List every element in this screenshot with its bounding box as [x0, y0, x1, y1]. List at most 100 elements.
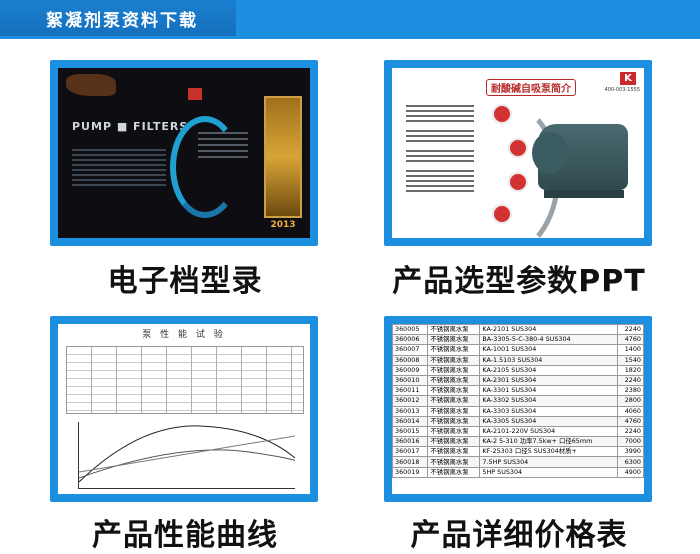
feature-dot-icon	[508, 172, 528, 192]
price-name: 不锈钢离水泵	[427, 364, 481, 376]
catalog-caption[interactable]: 电子档型录	[107, 264, 263, 299]
world-map-graphic	[66, 74, 116, 96]
price-value: 6300	[617, 456, 644, 468]
price-code: 360012	[392, 395, 429, 407]
catalog-text-lines	[72, 146, 166, 189]
price-caption[interactable]: 产品详细价格表	[410, 518, 628, 553]
price-value: 1400	[617, 344, 644, 356]
price-code: 360019	[392, 466, 429, 478]
price-name: 不锈钢离水泵	[427, 415, 481, 427]
price-model: KF-25303 口径5 SUS304材质+	[479, 446, 619, 458]
test-data-table	[66, 346, 304, 414]
section-header: 絮凝剂泵资料下载	[0, 0, 700, 36]
price-code: 360005	[392, 324, 429, 336]
price-value: 2240	[617, 324, 644, 336]
price-code: 360013	[392, 405, 429, 417]
price-value: 4900	[617, 466, 644, 478]
catalog-list-lines	[198, 128, 248, 162]
price-model: KA-2101-220V SUS304	[479, 425, 619, 438]
price-value: 3990	[617, 446, 644, 458]
price-name: 不锈钢离水泵	[427, 446, 481, 458]
price-code: 360014	[392, 415, 429, 427]
catalog-year: 2013	[270, 220, 296, 230]
ppt-caption[interactable]: 产品选型参数PPT	[392, 264, 646, 299]
price-name: 不锈钢离水泵	[427, 385, 481, 397]
price-name: 不锈钢离水泵	[427, 425, 481, 438]
feature-dot-icon	[508, 138, 528, 158]
price-model: KA-3303 SUS304	[479, 405, 619, 417]
brand-logo-icon: K	[620, 72, 636, 85]
catalog-download-card[interactable]: PUMP ■ FILTERS 2013	[50, 60, 318, 246]
price-value: 1540	[617, 354, 644, 366]
ppt-download-card[interactable]: 耐酸碱自吸泵简介 K 400-003-1555	[384, 60, 652, 246]
price-value: 2240	[617, 425, 644, 438]
price-name: 不锈钢离水泵	[427, 405, 481, 417]
performance-curves	[79, 425, 295, 483]
catalog-brand: PUMP ■ FILTERS	[72, 120, 189, 133]
price-value: 4060	[617, 405, 644, 417]
curve-download-card[interactable]: 泵 性 能 试 验	[50, 316, 318, 502]
price-code: 360009	[392, 364, 429, 376]
ppt-preview: 耐酸碱自吸泵简介 K 400-003-1555	[392, 68, 644, 238]
price-code: 360006	[392, 334, 429, 346]
price-name: 不锈钢离水泵	[427, 344, 481, 356]
price-code: 360018	[392, 456, 429, 468]
price-name: 不锈钢离水泵	[427, 374, 481, 387]
catalog-thumbnail: PUMP ■ FILTERS 2013	[58, 68, 310, 238]
price-model: KA-2 5-310 功率7.5kw+ 口径65mm	[479, 436, 619, 448]
brand-logo-icon	[188, 88, 202, 100]
feature-dot-icon	[492, 204, 512, 224]
price-model: KA-3301 SUS304	[479, 385, 619, 397]
price-model: KA-1.5103 SUS304	[479, 354, 619, 366]
price-name: 不锈钢离水泵	[427, 354, 481, 366]
curve-title: 泵 性 能 试 验	[142, 330, 226, 340]
price-model: KA-2301 SUS304	[479, 374, 619, 387]
price-model: KA-3305 SUS304	[479, 415, 619, 427]
pump-image	[532, 124, 628, 198]
price-code: 360011	[392, 385, 429, 397]
curve-caption[interactable]: 产品性能曲线	[92, 518, 278, 553]
catalog-preview: PUMP ■ FILTERS 2013	[58, 68, 310, 238]
price-name: 不锈钢离水泵	[427, 436, 481, 448]
price-model: 7.5HP SUS304	[479, 456, 619, 468]
swirl-graphic	[170, 116, 240, 218]
price-code: 360015	[392, 425, 429, 438]
header-tab: 絮凝剂泵资料下载	[0, 0, 236, 36]
price-code: 360008	[392, 354, 429, 366]
price-model: KA-3302 SUS304	[479, 395, 619, 407]
price-name: 不锈钢离水泵	[427, 456, 481, 468]
ppt-title: 耐酸碱自吸泵简介	[486, 79, 576, 96]
price-name: 不锈钢离水泵	[427, 466, 481, 478]
price-value: 4760	[617, 415, 644, 427]
price-value: 2380	[617, 385, 644, 397]
price-model: KA-2101 SUS304	[479, 324, 619, 336]
price-value: 7000	[617, 436, 644, 448]
feature-dot-icon	[492, 104, 512, 124]
price-model: 5HP SUS304	[479, 466, 619, 478]
header-underline	[0, 36, 700, 39]
price-value: 2240	[617, 374, 644, 387]
price-value: 4760	[617, 334, 644, 346]
performance-graph	[78, 422, 295, 489]
price-model: KA-1001 SUS304	[479, 344, 619, 356]
gold-plaque-graphic	[264, 96, 302, 218]
curve-preview: 泵 性 能 试 验	[58, 324, 310, 494]
ppt-phone: 400-003-1555	[604, 87, 640, 93]
